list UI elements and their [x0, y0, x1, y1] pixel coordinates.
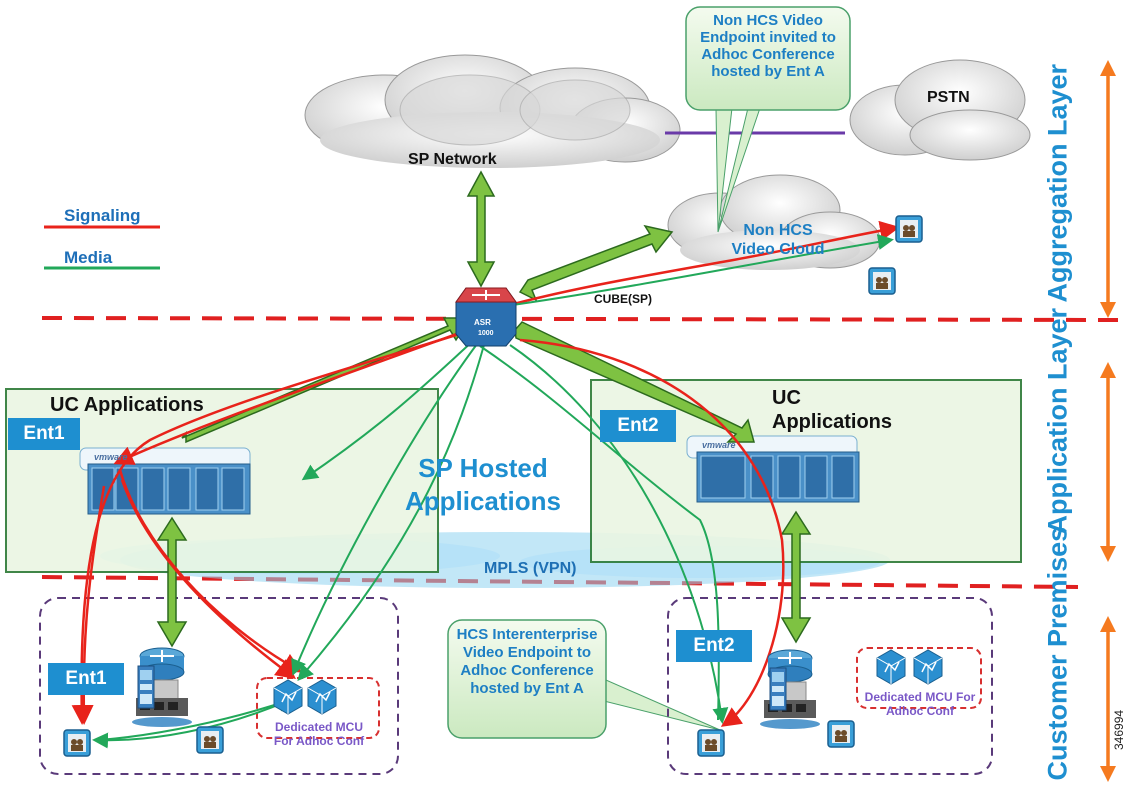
asr-name-label: ASR: [474, 318, 491, 327]
sp-network-cloud: [304, 54, 681, 168]
figure-id: 346994: [1112, 709, 1126, 750]
pstn-label: PSTN: [927, 89, 970, 106]
callout-top-text: Non HCS Video Endpoint invited to Adhoc …: [700, 12, 836, 80]
non-hcs-endpoint-2-icon: [868, 267, 896, 295]
ent2-premises-badge: Ent2: [676, 630, 752, 662]
ent1-premises-box: [39, 597, 399, 775]
sp-hosted-title: SP Hosted Applications: [404, 453, 561, 516]
ent1-premises-badge: Ent1: [48, 663, 124, 695]
non-hcs-cloud-label: Non HCS Video Cloud: [731, 222, 825, 258]
ent2-endpoint-icon: [697, 729, 725, 757]
ent1-server-icon: [137, 665, 155, 709]
mcu-right-cube-icon: [876, 649, 906, 685]
ent1-endpoint-2-icon: [196, 726, 224, 754]
application-layer-label: Application Layer: [1042, 307, 1073, 535]
vmware-left-label: vmware: [94, 452, 128, 462]
callout-bottom-text: HCS Interenterprise Video Endpoint to Ad…: [456, 626, 598, 697]
ent2-premises-box: [667, 597, 993, 775]
mcu-left-box: [256, 677, 380, 739]
asr-router-icon: [455, 287, 517, 347]
aggregation-separator: [41, 316, 1119, 322]
cube-label: CUBE(SP): [594, 292, 653, 306]
ent1-app-badge: Ent1: [8, 418, 80, 450]
ent2-endpoint-2-icon: [827, 720, 855, 748]
mcu-right-box: [856, 647, 982, 709]
pstn-cloud: [849, 59, 1031, 161]
sp-network-label: SP Network: [408, 151, 497, 168]
legend-media-label: Media: [64, 248, 113, 267]
callout-top: [685, 6, 851, 233]
mcu-left-label: Dedicated MCU For Adhoc Conf: [273, 720, 365, 748]
non-hcs-endpoint-icon: [895, 215, 923, 243]
ent1-endpoint-icon: [63, 729, 91, 757]
left-app-title: UC Applications: [50, 394, 204, 416]
mcu-right-label: Dedicated MCU For Adhoc Conf: [864, 690, 976, 718]
vmware-right-label: vmware: [702, 440, 736, 450]
right-app-title: UC Applications: [772, 387, 893, 433]
mcu-left-cube-icon: [273, 679, 303, 715]
ent2-app-badge: Ent2: [600, 410, 676, 442]
ent2-premises-router-icon: [759, 649, 821, 730]
mcu-right-cube-2-icon: [913, 649, 943, 685]
aggregation-layer-label: Aggregation Layer: [1042, 63, 1073, 303]
layer-arrows: [1100, 60, 1116, 782]
mcu-left-cube-2-icon: [307, 679, 337, 715]
asr-model-label: 1000: [478, 330, 494, 337]
customer-premises-label: Customer Premises: [1042, 526, 1073, 781]
mpls-label: MPLS (VPN): [484, 560, 577, 577]
ent2-server-icon: [769, 667, 787, 711]
legend-signaling-label: Signaling: [64, 206, 141, 225]
callout-bottom: [447, 619, 721, 739]
